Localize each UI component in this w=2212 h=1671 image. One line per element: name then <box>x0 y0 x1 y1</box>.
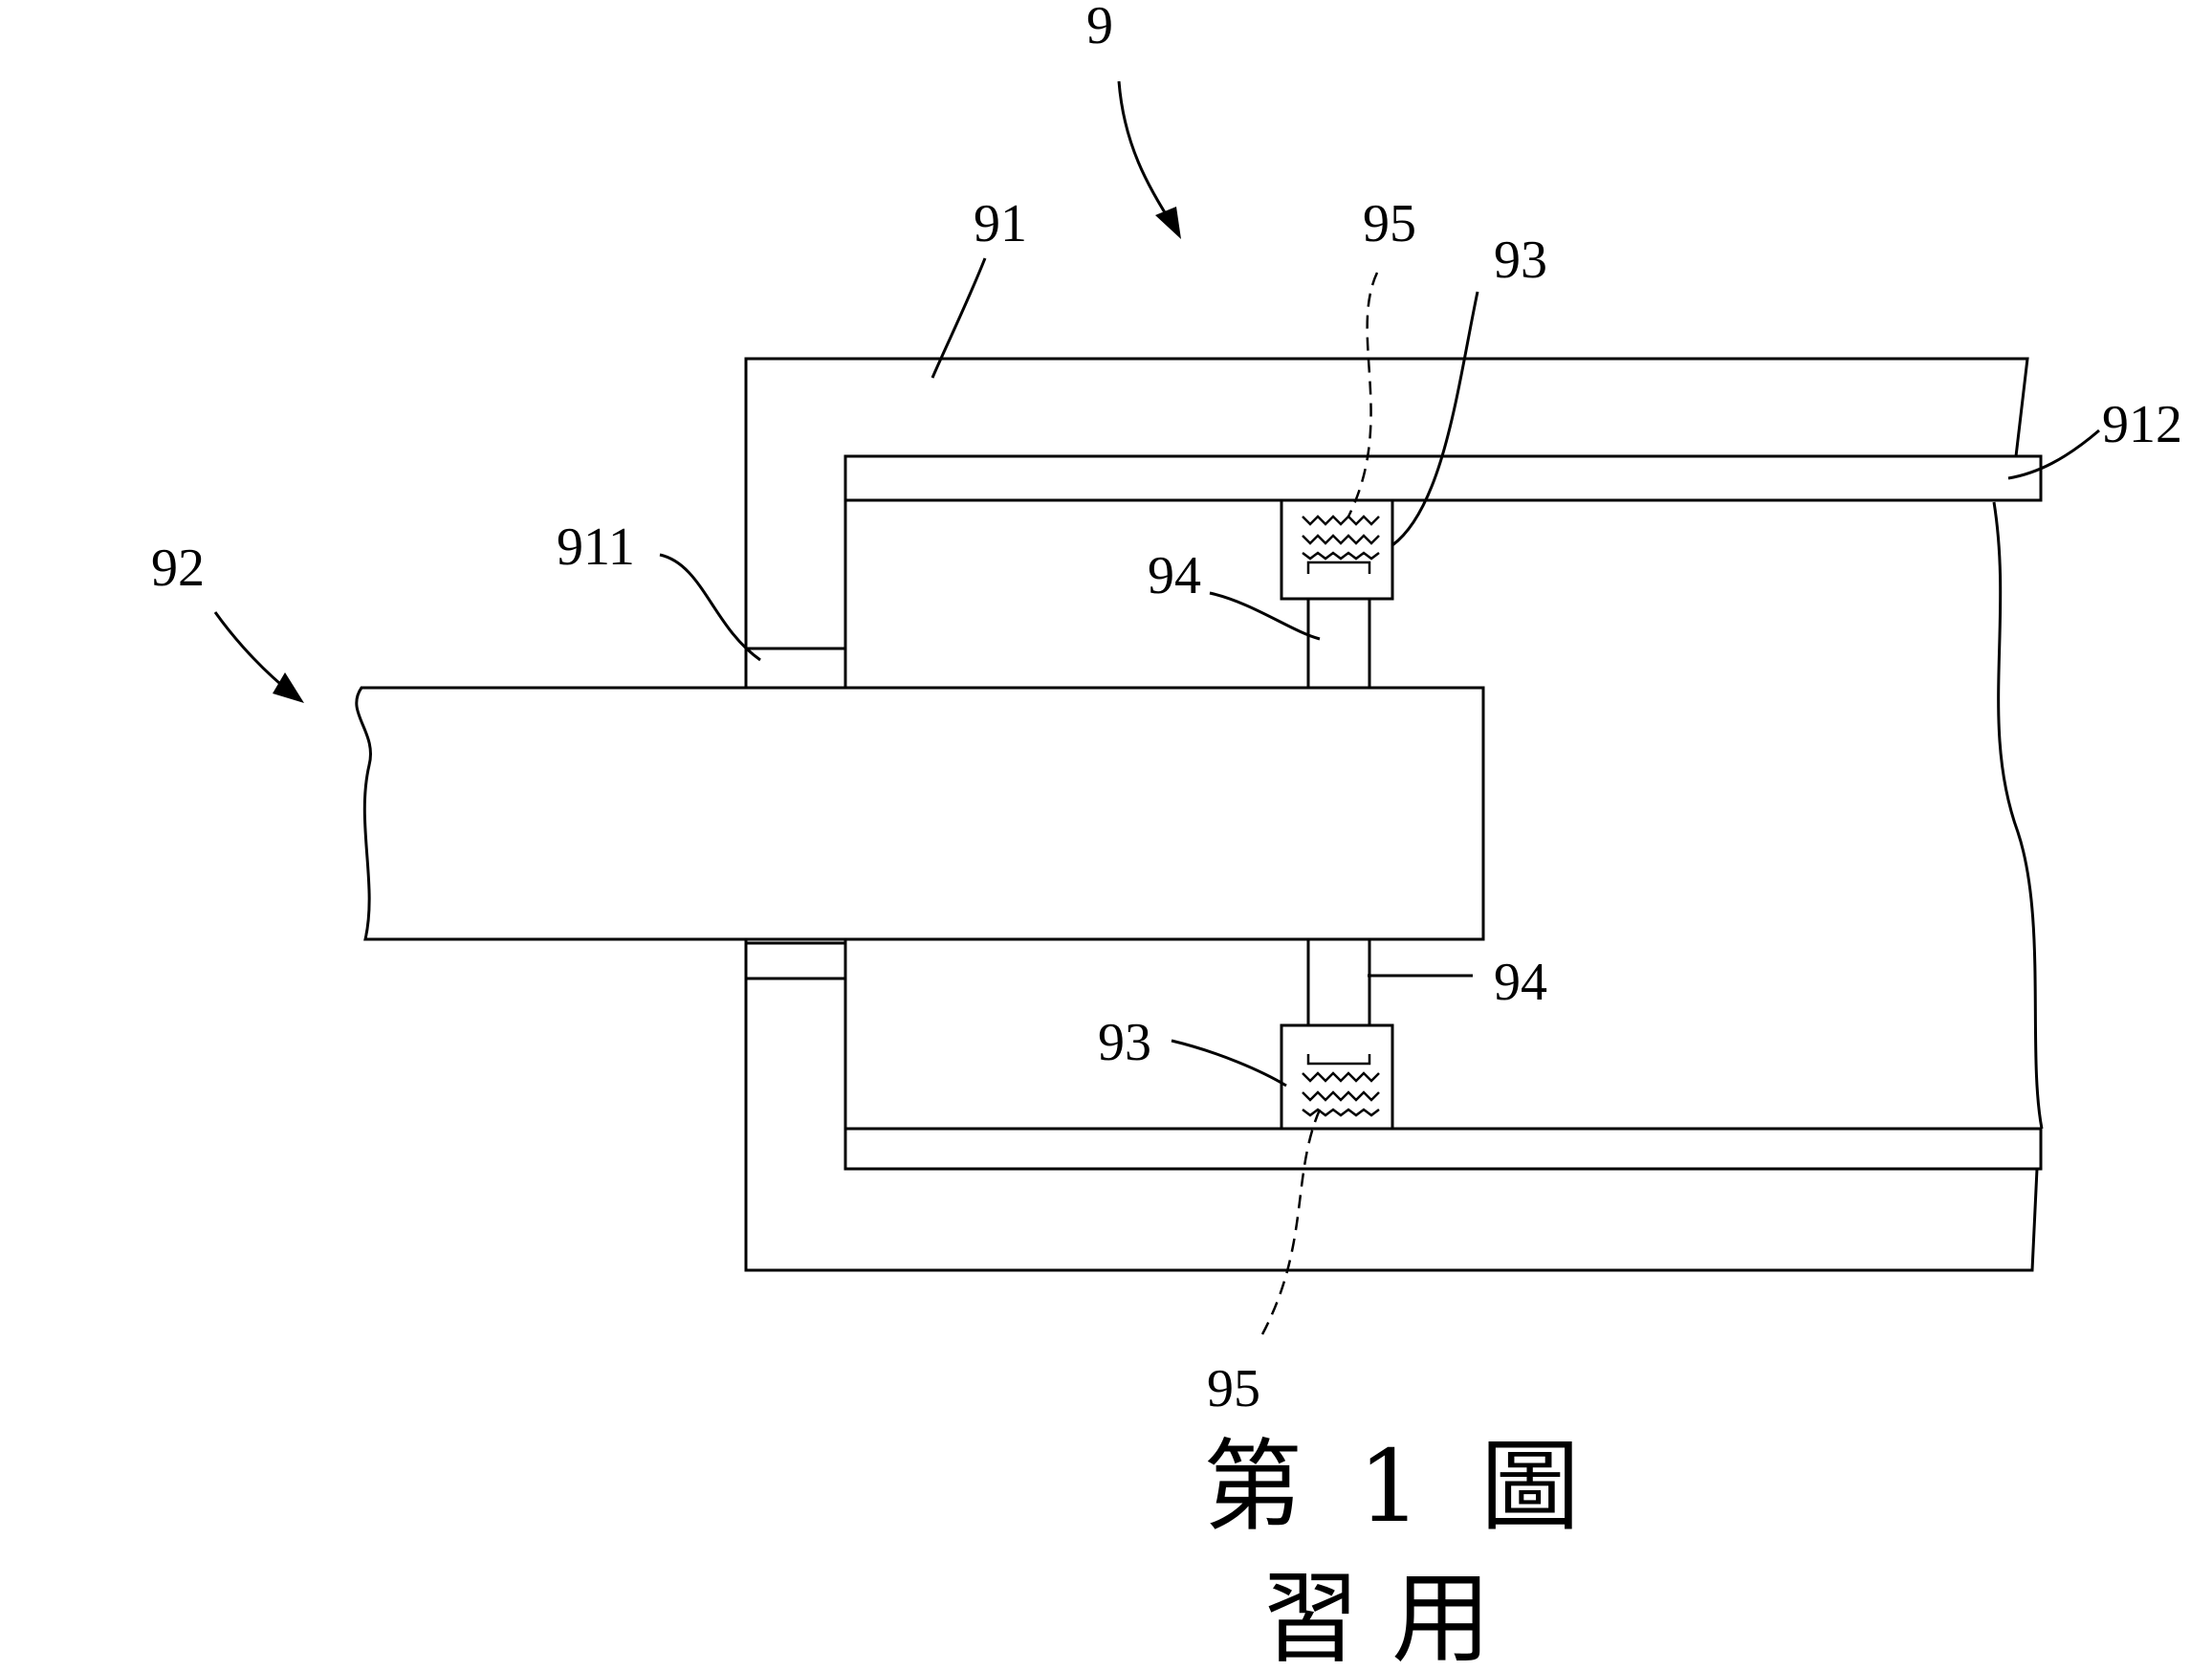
caption-figure-suffix: 圖 <box>1480 1428 1580 1545</box>
shaft <box>355 686 1485 941</box>
spring-top <box>1302 515 1380 526</box>
upper-brush-assembly <box>1280 498 1394 690</box>
lower-brush-assembly <box>1280 937 1394 1131</box>
brush-top <box>1306 597 1371 690</box>
housing <box>744 357 2044 1272</box>
leader-lines <box>213 80 2100 1335</box>
label-brush-94-bottom: 94 <box>1494 953 1547 1012</box>
caption-figure-char: 第 <box>1203 1428 1303 1545</box>
label-spring-95-top: 95 <box>1363 194 1416 253</box>
label-seal-911: 911 <box>557 517 635 577</box>
label-holder-93-top: 93 <box>1494 231 1547 290</box>
lining <box>843 454 2043 1171</box>
figure-caption: 第 1 圖 習 用 <box>1203 1428 1580 1671</box>
brush-bottom <box>1306 937 1371 1027</box>
caption-subtitle: 習 用 <box>1260 1560 1491 1671</box>
label-brush-94-top: 94 <box>1148 546 1201 605</box>
label-assembly-9: 9 <box>1086 0 1113 55</box>
label-housing-91: 91 <box>974 194 1027 253</box>
reference-labels: 9 91 912 92 911 95 93 94 94 93 95 <box>151 0 2182 1418</box>
seal <box>744 647 847 980</box>
holder-top <box>1280 498 1394 601</box>
caption-figure-number: 1 <box>1358 1428 1421 1545</box>
label-lining-912: 912 <box>2102 395 2182 454</box>
spring-bottom <box>1302 1071 1380 1083</box>
holder-bottom <box>1280 1023 1394 1131</box>
label-shaft-92: 92 <box>151 539 205 598</box>
label-holder-93-bottom: 93 <box>1098 1013 1151 1072</box>
label-spring-95-bottom: 95 <box>1207 1359 1260 1418</box>
